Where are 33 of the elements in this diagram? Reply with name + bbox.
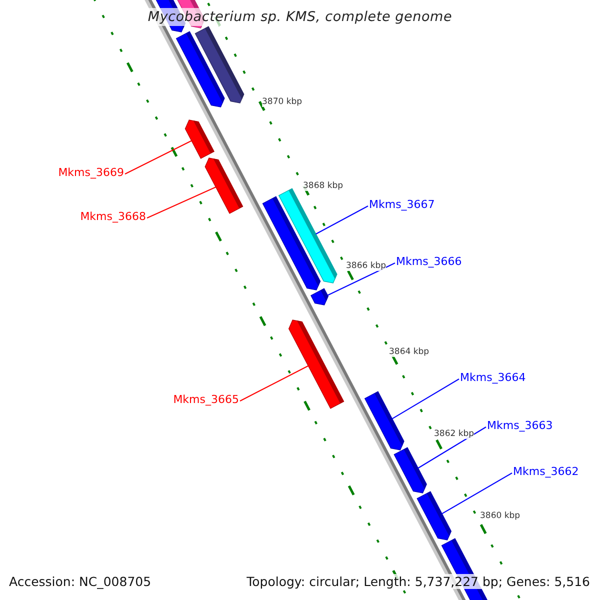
gene-label: Mkms_3667 <box>369 198 435 212</box>
gene-block <box>310 288 329 306</box>
gene-block <box>262 196 321 290</box>
position-label: 3868 kbp <box>303 181 344 191</box>
leader-line <box>124 140 192 174</box>
leader-line <box>392 378 460 420</box>
genome-summary: Topology: circular; Length: 5,737,227 bp; Genes: 5,516 <box>246 574 590 589</box>
leader-line <box>442 472 512 514</box>
leader-line <box>327 262 396 296</box>
position-label: 3870 kbp <box>262 97 302 107</box>
gene-block <box>288 320 344 409</box>
leader-line <box>418 426 486 469</box>
gene-label: Mkms_3665 <box>173 393 239 407</box>
gene-block <box>176 31 225 108</box>
position-label: 3864 kbp <box>389 347 430 357</box>
leader-line <box>316 206 368 234</box>
gene-label: Mkms_3666 <box>396 255 462 269</box>
gene-block <box>416 491 452 540</box>
gene-block <box>184 120 214 159</box>
gene-label: Mkms_3663 <box>487 419 553 433</box>
position-label: 3860 kbp <box>480 511 520 521</box>
position-label: 3862 kbp <box>434 429 474 439</box>
position-label: 3866 kbp <box>346 261 386 271</box>
leader-line <box>146 186 216 218</box>
leader-line <box>240 365 308 402</box>
gene-label: Mkms_3664 <box>460 371 526 385</box>
gene-label: Mkms_3662 <box>513 465 579 479</box>
accession-label: Accession: NC_008705 <box>9 574 152 589</box>
gene-block <box>394 447 427 494</box>
gene-block <box>364 391 404 450</box>
gene-label: Mkms_3669 <box>58 166 124 180</box>
gene-block <box>204 158 244 214</box>
gene-label: Mkms_3668 <box>80 210 146 224</box>
